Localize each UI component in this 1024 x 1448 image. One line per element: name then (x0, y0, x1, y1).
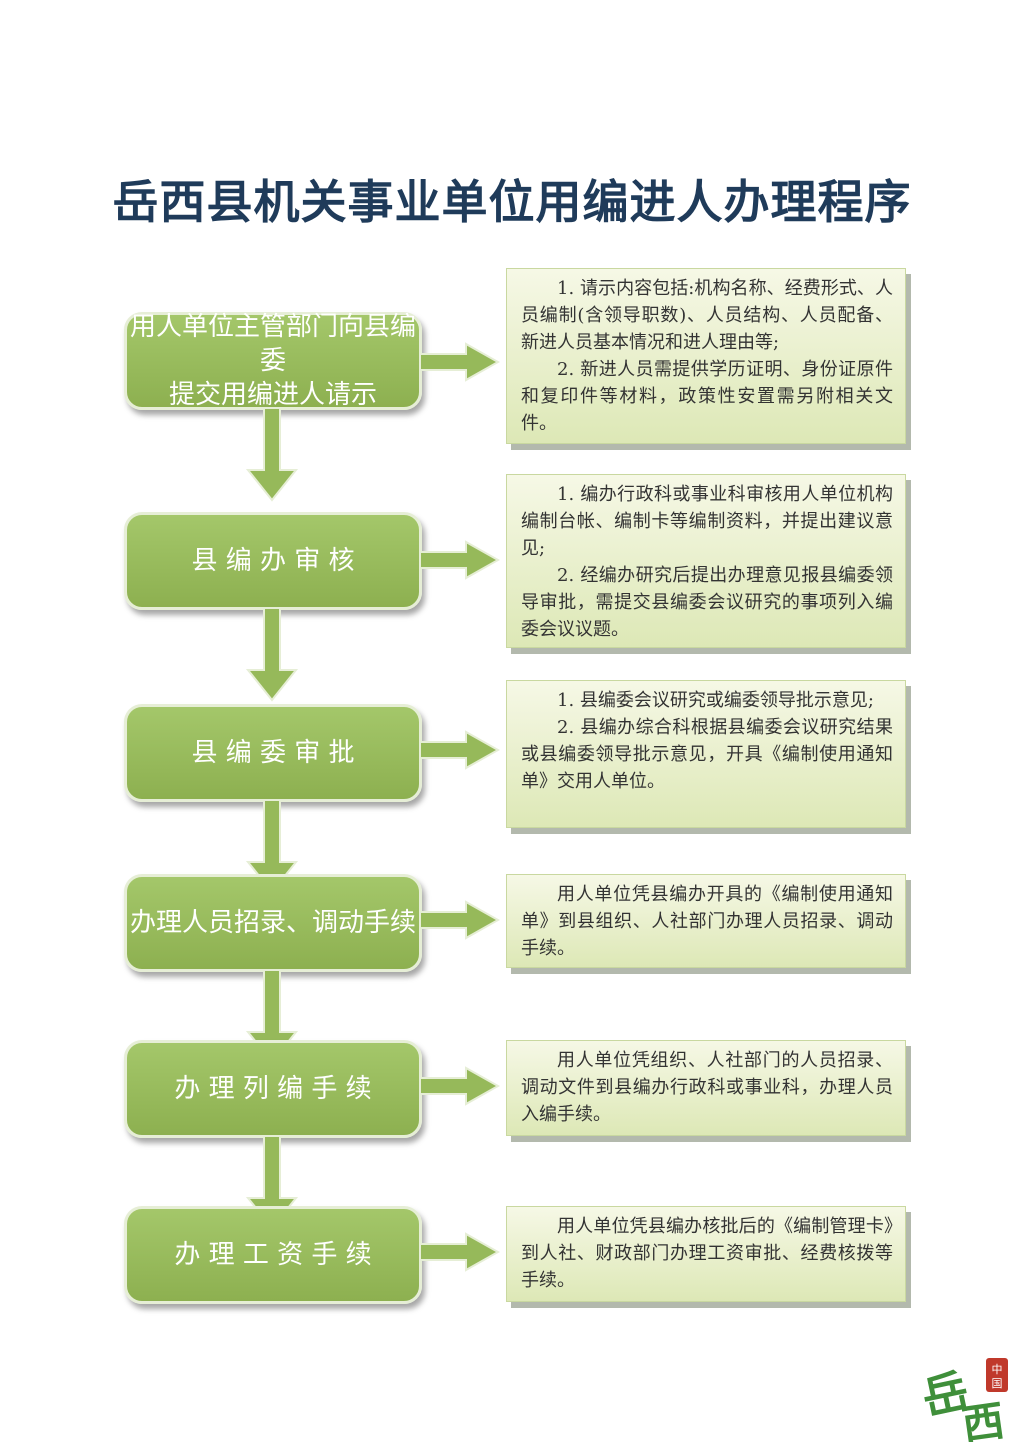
step-committee-approval: 县 编 委 审 批 (124, 704, 422, 802)
step-salary-procedures: 办 理 工 资 手 续 (124, 1206, 422, 1304)
note-paragraph: 用人单位凭县编办开具的《编制使用通知单》到县组织、人社部门办理人员招录、调动手续… (521, 884, 893, 959)
right-arrow-icon (420, 900, 500, 940)
step-label-line: 提交用编进人请示 (168, 380, 377, 410)
step-label-line: 办理人员招录、调动手续 (129, 908, 416, 938)
page-title: 岳西县机关事业单位用编进人办理程序 (112, 175, 912, 229)
note-recruitment-transfer: 用人单位凭县编办开具的《编制使用通知单》到县组织、人社部门办理人员招录、调动手续… (506, 874, 906, 968)
note-staffing-registration: 用人单位凭组织、人社部门的人员招录、调动文件到县编办行政科或事业科，办理人员入编… (506, 1040, 906, 1136)
svg-text:中: 中 (992, 1363, 1003, 1376)
right-arrow-icon (420, 540, 500, 580)
step-label-line: 县 编 委 审 批 (191, 738, 355, 768)
right-arrow-icon (420, 1232, 500, 1272)
down-arrow-icon (245, 408, 299, 502)
right-arrow-icon (420, 730, 500, 770)
right-arrow-icon (420, 1066, 500, 1106)
right-arrow-icon (420, 342, 500, 382)
step-label-line: 办 理 列 编 手 续 (174, 1074, 372, 1104)
step-label-line: 县 编 办 审 核 (191, 546, 355, 576)
down-arrow-icon (245, 608, 299, 702)
svg-text:岳: 岳 (918, 1363, 974, 1425)
note-paragraph: 1. 请示内容包括:机构名称、经费形式、人员编制(含领导职数)、人员结构、人员配… (521, 278, 893, 353)
step-staffing-registration: 办 理 列 编 手 续 (124, 1040, 422, 1138)
note-paragraph: 1. 县编委会议研究或编委领导批示意见; (557, 690, 874, 711)
step-county-office-review: 县 编 办 审 核 (124, 512, 422, 610)
step-label-line: 用人单位主管部门向县编委 (129, 312, 416, 376)
note-submit-request: 1. 请示内容包括:机构名称、经费形式、人员编制(含领导职数)、人员结构、人员配… (506, 268, 906, 444)
step-label-line: 办 理 工 资 手 续 (174, 1240, 372, 1270)
svg-text:西: 西 (959, 1396, 1007, 1442)
note-paragraph: 1. 编办行政科或事业科审核用人单位机构编制台帐、编制卡等编制资料，并提出建议意… (521, 484, 893, 559)
svg-text:国: 国 (992, 1377, 1003, 1390)
note-county-office-review: 1. 编办行政科或事业科审核用人单位机构编制台帐、编制卡等编制资料，并提出建议意… (506, 474, 906, 648)
note-committee-approval: 1. 县编委会议研究或编委领导批示意见; 2. 县编办综合科根据县编委会议研究结… (506, 680, 906, 828)
note-paragraph: 2. 经编办研究后提出办理意见报县编委领导审批，需提交县编委会议研究的事项列入编… (521, 565, 893, 640)
note-paragraph: 用人单位凭组织、人社部门的人员招录、调动文件到县编办行政科或事业科，办理人员入编… (521, 1050, 893, 1125)
step-submit-request: 用人单位主管部门向县编委 提交用编进人请示 (124, 312, 422, 410)
note-paragraph: 2. 县编办综合科根据县编委会议研究结果或县编委领导批示意见，开具《编制使用通知… (521, 717, 893, 792)
step-recruitment-transfer: 办理人员招录、调动手续 (124, 874, 422, 972)
note-paragraph: 用人单位凭县编办核批后的《编制管理卡》到人社、财政部门办理工资审批、经费核拨等手… (521, 1216, 893, 1291)
yuexi-logo: 岳 西 中 国 (918, 1358, 1008, 1442)
note-paragraph: 2. 新进人员需提供学历证明、身份证原件和复印件等材料，政策性安置需另附相关文件… (521, 359, 893, 434)
note-salary-procedures: 用人单位凭县编办核批后的《编制管理卡》到人社、财政部门办理工资审批、经费核拨等手… (506, 1206, 906, 1302)
